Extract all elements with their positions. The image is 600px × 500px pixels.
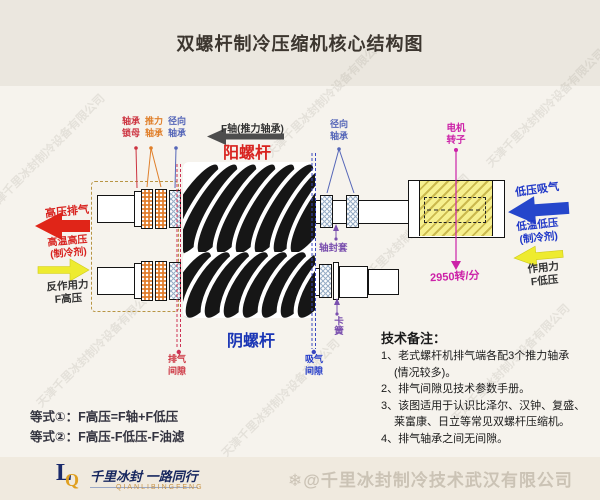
note-line: 莱富康、日立等常见双螺杆压缩机。 (394, 416, 570, 428)
footer-watermark: ❄@千里冰封制冷技术武汉有限公司 (288, 471, 573, 490)
male-thrust-bearing-2 (155, 189, 167, 229)
label-discharge-gap: 排气间隙 (167, 354, 186, 376)
logo-letter-q: Q (65, 470, 80, 490)
label-f-axis-thrust: F轴(推力轴承) (221, 124, 284, 135)
label-radial-bearing-left: 径向轴承 (167, 116, 186, 138)
note-line: 4、排气轴承之间无间隙。 (381, 432, 509, 445)
female-shaft-step-1 (339, 266, 368, 298)
label-rpm: 2950转/分 (429, 269, 480, 285)
male-thrust-bearing-1 (141, 189, 153, 229)
label-ht-hp-refrigerant: 高温高压 (制冷剂) (43, 234, 93, 261)
label-lt-lp-refrigerant: 低温低压 (制冷剂) (511, 216, 565, 246)
equation-1: 等式①：F高压=F轴+F低压 (30, 410, 179, 424)
radial-right-callout-line-2 (338, 148, 355, 194)
title-band (0, 0, 600, 86)
male-radial-bearing-right-2 (346, 195, 359, 228)
notes-title: 技术备注： (381, 331, 447, 346)
note-line: (情况较多)。 (394, 366, 457, 379)
motor-shaft-dashed (424, 197, 486, 223)
label-male-rotor: 阳螺杆 (223, 145, 272, 162)
label-radial-bearing-right: 径向轴承 (329, 119, 348, 141)
equation-2: 等式②：F高压-F低压-F油滤 (30, 430, 185, 444)
female-thrust-bearing-1 (141, 261, 153, 301)
female-shaft-left (97, 267, 135, 295)
label-lp-suction: 低压吸气 (514, 180, 560, 199)
radial-right-callout-line-1 (326, 148, 340, 194)
label-reaction-force-block: 反作用力 F高压 (43, 278, 93, 307)
male-radial-bearing-left (169, 190, 181, 228)
logo-letter-l: L (56, 460, 73, 486)
label-f-low: F低压 (530, 273, 559, 289)
footer-slogan-sub: QIANLIBINGFENG (116, 484, 204, 491)
note-line: 1、老式螺杆机排气端各配3个推力轴承 (381, 350, 570, 362)
discharge-bearing-dashed-box (91, 181, 179, 312)
note-line: 2、排气间隙见技术参数手册。 (381, 383, 531, 395)
label-thrust-bearing: 推力轴承 (144, 116, 163, 138)
label-shaft-seal-sleeve: 轴封套 (319, 243, 348, 254)
label-circlip: 卡簧 (332, 316, 343, 335)
reaction-force-arrow (37, 258, 90, 282)
note-line: 3、该图适用于认识比泽尔、汉钟、复盛、 (381, 399, 586, 412)
male-radial-bearing-right-1 (320, 195, 333, 228)
female-shaft-step-2 (368, 269, 399, 295)
label-hp-discharge: 高压排气 (44, 203, 90, 221)
notes-list: 1、老式螺杆机排气端各配3个推力轴承 (情况较多)。 2、排气间隙见技术参数手册… (381, 348, 599, 447)
label-acting-force-block: 作用力 F低压 (523, 260, 565, 290)
female-radial-bearing-left (169, 262, 181, 300)
label-female-rotor: 阴螺杆 (227, 333, 276, 350)
footer-slogan: 千里冰封 一路同行 (90, 466, 198, 488)
female-thrust-bearing-2 (155, 261, 167, 301)
footer-band (0, 457, 600, 500)
label-bearing-locknut: 轴承锁母 (121, 116, 140, 138)
female-radial-bearing-right (319, 264, 332, 298)
label-suction-gap: 吸气间隙 (304, 354, 323, 376)
male-shaft-left (97, 195, 135, 223)
label-motor-rotor: 电机转子 (446, 123, 466, 146)
page-title: 双螺杆制冷压缩机核心结构图 (176, 34, 424, 54)
